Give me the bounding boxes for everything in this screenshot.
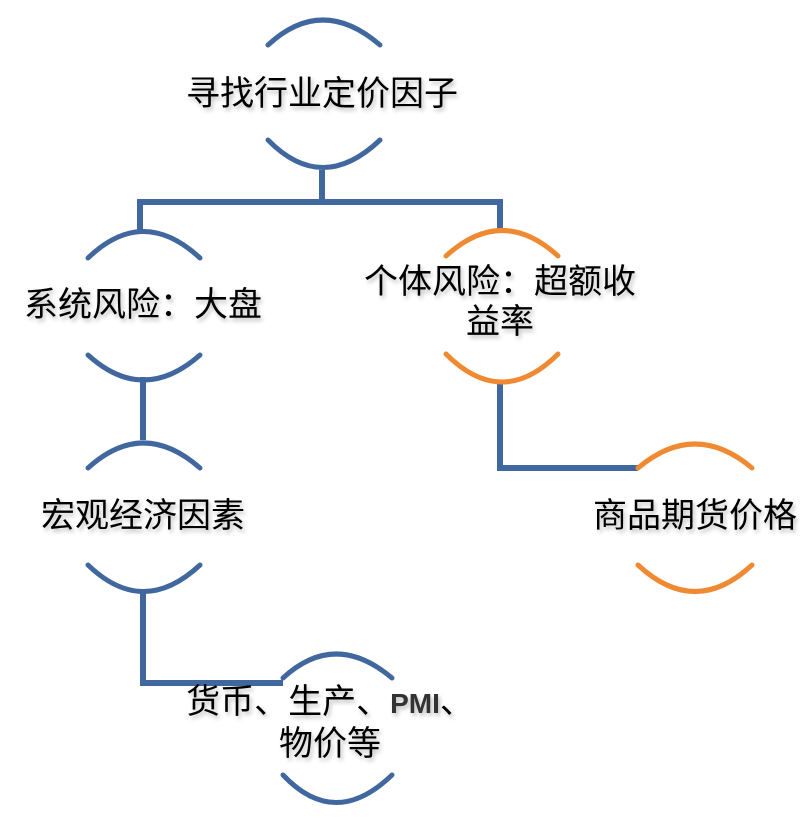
node-macro-factors: 宏观经济因素 <box>20 496 266 536</box>
node-root: 寻找行业定价因子 <box>172 74 472 114</box>
node-idiosyncratic-risk: 个体风险：超额收 益率 <box>345 262 655 342</box>
edge-idiosyncratic-to-commodity <box>497 384 638 471</box>
node-macro-detail-label-line1: 货币、生产、PMI、 <box>186 682 474 722</box>
arc-top-commodity <box>635 441 755 471</box>
pmi-text: PMI <box>390 688 440 719</box>
node-commodity-futures: 商品期货价格 <box>580 496 810 536</box>
node-systematic-risk: 系统风险：大盘 <box>0 285 286 325</box>
arc-bottom-systematic <box>85 352 203 383</box>
arc-bottom-macro <box>85 562 203 594</box>
arc-bottom-root <box>265 137 383 170</box>
node-idiosyncratic-label-line2: 益率 <box>466 302 534 342</box>
arc-bottom-commodity <box>635 562 755 594</box>
node-macro-detail: 货币、生产、PMI、 物价等 <box>175 682 485 764</box>
node-systematic-label: 系统风险：大盘 <box>24 285 262 325</box>
arc-bottom-idiosyncratic <box>443 351 561 385</box>
node-commodity-label: 商品期货价格 <box>593 496 797 536</box>
arc-top-idiosyncratic <box>443 228 561 259</box>
arc-top-root <box>265 17 383 48</box>
arc-top-systematic <box>85 229 203 261</box>
edge-root-to-children <box>137 170 503 233</box>
arc-top-macro <box>85 440 203 471</box>
arc-top-macro-detail <box>280 651 395 681</box>
edge-macro-to-detail <box>140 593 283 686</box>
node-root-label: 寻找行业定价因子 <box>186 74 458 114</box>
arc-bottom-macro-detail <box>280 772 395 805</box>
node-macro-detail-label-line2: 物价等 <box>279 724 381 764</box>
node-macro-label: 宏观经济因素 <box>41 496 245 536</box>
node-idiosyncratic-label-line1: 个体风险：超额收 <box>364 262 636 302</box>
